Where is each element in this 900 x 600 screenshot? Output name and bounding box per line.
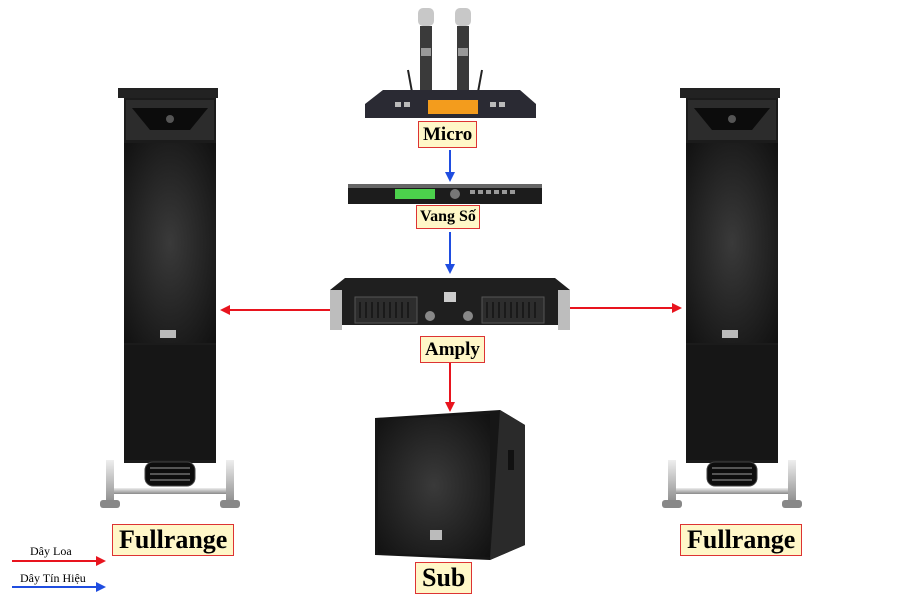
label-amply: Amply: [420, 336, 485, 363]
wireless-microphone-receiver: [365, 8, 536, 118]
subwoofer: [375, 410, 525, 560]
label-fullrange-left: Fullrange: [112, 524, 235, 556]
fullrange-speaker-left: [100, 88, 240, 508]
digital-effects-processor: [348, 184, 542, 204]
legend-speaker-wire-label: Dây Loa: [30, 544, 72, 558]
label-fullrange-right: Fullrange: [680, 524, 803, 556]
label-micro: Micro: [418, 121, 478, 148]
power-amplifier: [330, 278, 570, 330]
label-sub: Sub: [415, 562, 473, 594]
legend-signal-wire-label: Dây Tín Hiệu: [20, 571, 86, 585]
label-vang-so: Vang Số: [416, 205, 480, 229]
fullrange-speaker-right: [662, 88, 802, 508]
